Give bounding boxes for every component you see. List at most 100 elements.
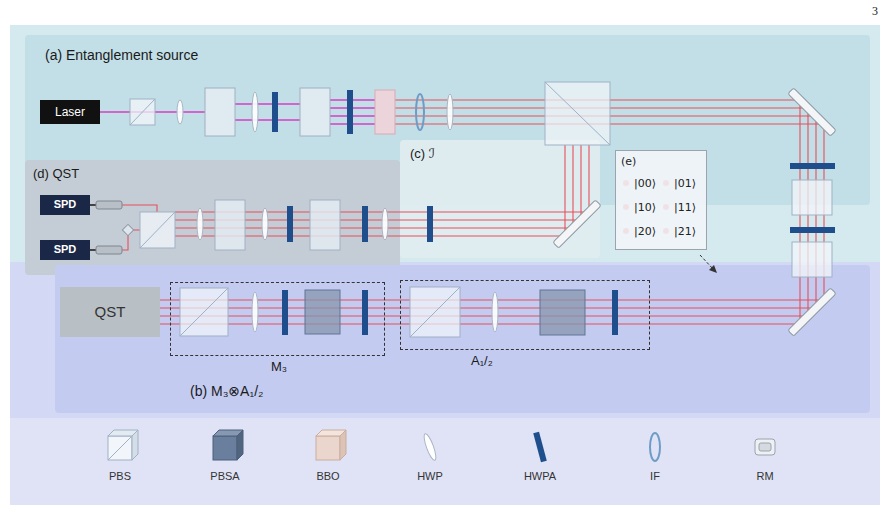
legend-label: HWPA <box>524 470 556 483</box>
pbsa-cube <box>305 290 340 334</box>
hwp-plate <box>197 208 203 240</box>
laser-box: Laser <box>40 100 100 124</box>
mirror <box>553 200 601 248</box>
beam-line <box>160 108 808 316</box>
state-label: |10⟩ <box>634 201 656 214</box>
legend-icons <box>108 430 775 462</box>
qst-box: QST <box>60 287 160 337</box>
legend-label: HWP <box>417 470 443 483</box>
hwpa-icon <box>533 432 547 463</box>
filter <box>416 94 424 130</box>
state-box: (e) |00⟩ |01⟩ |10⟩ |11⟩ |20⟩ |21⟩ <box>615 150 707 250</box>
pbs-cube <box>140 212 175 248</box>
pbs-cube <box>410 287 460 337</box>
fibre-coupler <box>96 246 122 254</box>
box-label: SPD <box>54 243 77 256</box>
hwp-plate <box>262 208 268 240</box>
operator-box: A₁/₂ <box>400 280 650 350</box>
hwp-icon <box>422 433 438 462</box>
state-label: |21⟩ <box>674 225 696 238</box>
state-label: |00⟩ <box>634 177 656 190</box>
pbs-cube <box>792 180 832 215</box>
legend-label: RM <box>756 470 773 483</box>
pbs-icon <box>132 430 138 460</box>
pbs-diagonal <box>130 99 155 125</box>
hwpa-plate <box>362 290 368 335</box>
legend-label: PBSA <box>210 470 239 483</box>
source-panel: (a) Entanglement sourceLaser <box>25 35 870 205</box>
hwpa-plate <box>347 90 353 134</box>
hwp-plate <box>492 292 498 332</box>
pbs-icon <box>108 436 132 460</box>
box-label: QST <box>95 303 126 321</box>
pump-beam <box>100 100 375 124</box>
pump-line <box>235 103 300 105</box>
box-label: SPD <box>54 198 77 211</box>
hwpa-plate <box>790 227 835 233</box>
pbsa-cube <box>540 290 585 335</box>
components <box>96 82 836 337</box>
if-icon <box>650 433 660 461</box>
panel-label: (b) M₃⊗A₁/₂ <box>190 383 263 400</box>
lower-ground <box>10 262 880 505</box>
beam-line <box>160 124 824 300</box>
detector-box: SPD <box>40 240 90 260</box>
panel-label: (d) QST <box>33 166 79 182</box>
prism <box>122 224 133 235</box>
state-label: |11⟩ <box>674 201 696 214</box>
hwp-plate <box>252 92 258 132</box>
pbs-cube <box>180 288 228 336</box>
hwpa-plate <box>362 206 368 242</box>
pbsa-icon <box>213 436 237 460</box>
bbo-icon <box>316 436 340 460</box>
operator-box: M₃ <box>170 282 385 356</box>
pbs-diagonal <box>410 287 460 337</box>
pbs-diagonal <box>545 82 610 145</box>
fibre-coupler <box>96 201 122 209</box>
hwp-plate <box>447 94 453 130</box>
rm-icon <box>759 443 771 451</box>
upper-ground <box>10 25 880 265</box>
detector-box: SPD <box>40 195 90 215</box>
identity-panel: (c) ℐ <box>400 140 600 258</box>
panel-label: (c) ℐ <box>410 146 435 162</box>
pbs-cube <box>545 82 610 145</box>
legend-label: PBS <box>109 470 131 483</box>
legend-strip <box>10 418 880 505</box>
hwp-plate <box>252 292 258 332</box>
rm-icon <box>755 439 775 455</box>
pbs-diagonal <box>140 212 175 248</box>
pbs-cube <box>792 242 832 277</box>
displacer-block <box>300 88 330 136</box>
hwpa-plate <box>612 290 618 335</box>
panel-fill <box>25 160 400 275</box>
pointer-arrow <box>700 255 717 273</box>
legend-label: BBO <box>316 470 339 483</box>
fibres <box>90 205 100 250</box>
bbo-icon <box>340 430 346 460</box>
panel-fill <box>55 265 870 413</box>
panel-label: (a) Entanglement source <box>45 47 198 64</box>
measurement-panel: (b) M₃⊗A₁/₂QSTM₃A₁/₂ <box>55 265 870 413</box>
hwpa-plate <box>287 206 293 242</box>
hwp-plate <box>177 100 183 124</box>
pointer-head <box>709 265 717 273</box>
tomography-panel: (d) QST SPD SPD <box>25 160 400 275</box>
bbo-crystal <box>375 90 395 134</box>
state-label: |20⟩ <box>634 225 656 238</box>
state-label: |01⟩ <box>674 177 696 190</box>
pbsa-icon <box>237 430 243 460</box>
beam-line <box>122 205 157 212</box>
displacer-block <box>310 200 340 250</box>
pbs-icon <box>108 436 132 460</box>
displacer-block <box>215 200 245 250</box>
legend-label: IF <box>650 470 660 483</box>
box-label: Laser <box>55 105 85 119</box>
hwpa-plate <box>427 206 433 242</box>
mirror <box>788 288 836 336</box>
panel-label: (e) <box>621 155 636 168</box>
panel-label: A₁/₂ <box>471 353 493 369</box>
